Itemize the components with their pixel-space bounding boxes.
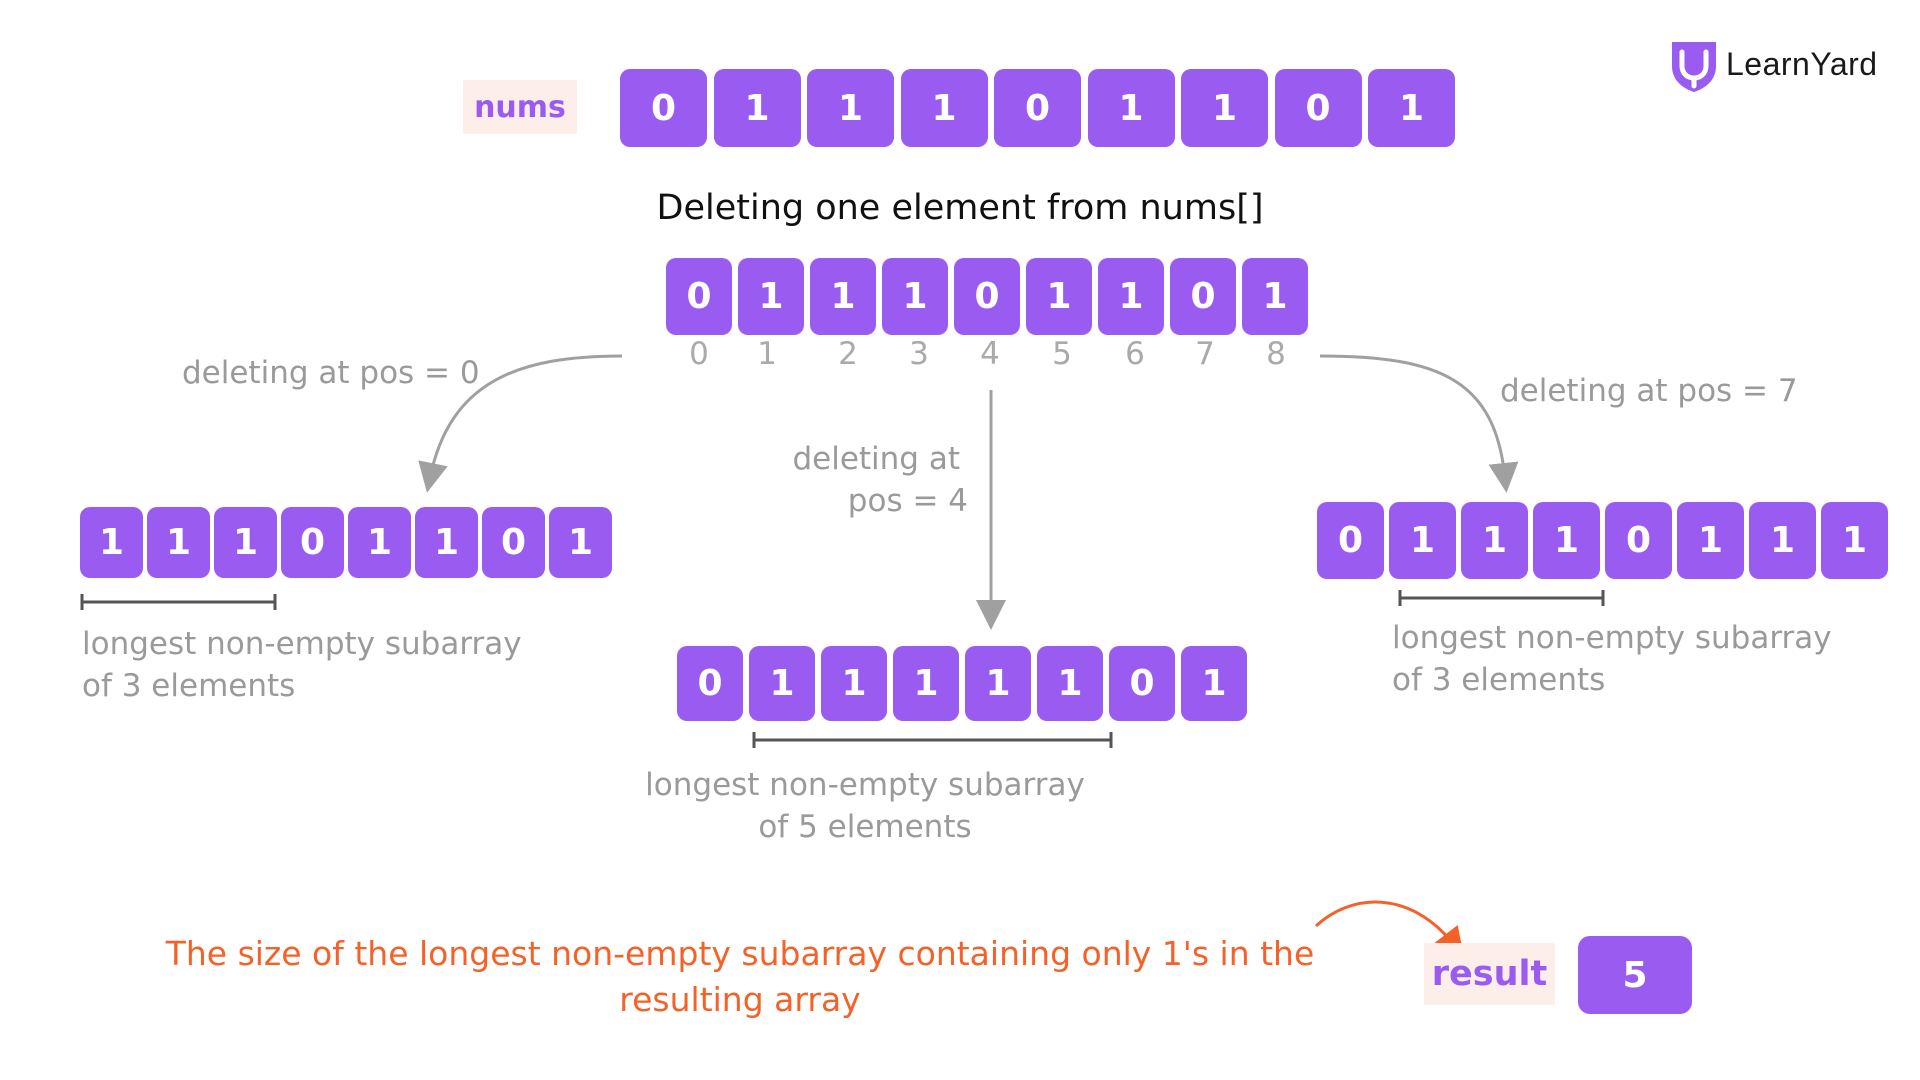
array-cell: 1	[900, 69, 988, 147]
result-value: 5	[1578, 936, 1692, 1014]
array-cell: 1	[214, 507, 277, 578]
conclusion-line1: The size of the longest non-empty subarr…	[165, 934, 1315, 973]
left-caption: deleting at pos = 0	[182, 355, 480, 391]
array-cell: 1	[1368, 69, 1455, 147]
array-cell: 1	[882, 258, 948, 335]
array-cell: 1	[1098, 258, 1164, 335]
center-caption-line2: pos = 4	[847, 483, 968, 519]
index-label: 2	[838, 336, 858, 372]
array-cell: 0	[1109, 646, 1175, 721]
array-cell: 0	[954, 258, 1020, 335]
shield-icon	[1672, 42, 1716, 92]
array-cell: 1	[348, 507, 411, 578]
bracket-left	[80, 594, 277, 610]
array-cell: 0	[620, 69, 707, 147]
result-label: result	[1424, 943, 1555, 1005]
index-label: 6	[1125, 336, 1145, 372]
array-cell: 1	[965, 646, 1031, 721]
arrow-right	[1319, 354, 1519, 493]
array-cell: 0	[1605, 502, 1672, 579]
array-cell: 1	[1087, 69, 1175, 147]
array-cell: 0	[677, 646, 743, 721]
array-cell: 1	[810, 258, 876, 335]
center-note-line2: of 5 elements	[758, 809, 972, 845]
arrow-left	[418, 354, 623, 493]
array-cell: 1	[1821, 502, 1888, 579]
array-cell: 0	[1317, 502, 1384, 579]
array-cell: 1	[807, 69, 894, 147]
arrow-result	[1314, 900, 1465, 958]
left-note-line2: of 3 elements	[82, 668, 296, 704]
brand-name: LearnYard	[1726, 46, 1878, 82]
right-note-line2: of 3 elements	[1392, 662, 1606, 698]
index-label: 8	[1266, 336, 1286, 372]
array-cell: 0	[482, 507, 545, 578]
array-cell: 1	[1749, 502, 1816, 579]
array-cell: 1	[893, 646, 959, 721]
index-label: 1	[757, 336, 777, 372]
array-cell: 1	[1461, 502, 1528, 579]
conclusion-line2: resulting array	[619, 980, 861, 1019]
array-cell: 1	[549, 507, 612, 578]
array-cell: 1	[1389, 502, 1456, 579]
array-cell: 0	[281, 507, 344, 578]
right-note-line1: longest non-empty subarray	[1392, 620, 1832, 656]
array-cell: 1	[147, 507, 210, 578]
bracket-center	[752, 732, 1113, 748]
array-cell: 1	[713, 69, 801, 147]
array-cell: 0	[666, 258, 732, 335]
left-note-line1: longest non-empty subarray	[82, 626, 522, 662]
center-caption-line1: deleting at	[792, 441, 960, 477]
array-cell: 1	[1242, 258, 1308, 335]
array-cell: 1	[1677, 502, 1744, 579]
array-cell: 0	[994, 69, 1081, 147]
array-cell: 1	[1533, 502, 1600, 579]
brand-logo: LearnYard	[1668, 38, 1898, 98]
array-cell: 0	[1170, 258, 1236, 335]
array-cell: 1	[821, 646, 887, 721]
index-label: 5	[1052, 336, 1072, 372]
array-cell: 1	[738, 258, 804, 335]
subtitle: Deleting one element from nums[]	[656, 188, 1264, 228]
bracket-right	[1398, 590, 1605, 606]
index-label: 3	[909, 336, 929, 372]
right-caption: deleting at pos = 7	[1500, 373, 1798, 409]
array-cell: 1	[1181, 69, 1268, 147]
index-label: 7	[1195, 336, 1215, 372]
array-cell: 1	[415, 507, 478, 578]
array-cell: 1	[1026, 258, 1092, 335]
array-cell: 1	[1037, 646, 1103, 721]
center-note-line1: longest non-empty subarray	[645, 767, 1085, 803]
index-label: 0	[689, 336, 709, 372]
array-cell: 0	[1274, 69, 1362, 147]
array-cell: 1	[80, 507, 143, 578]
nums-label: nums	[463, 80, 577, 134]
array-cell: 1	[1181, 646, 1247, 721]
array-cell: 1	[749, 646, 815, 721]
index-label: 4	[980, 336, 1000, 372]
